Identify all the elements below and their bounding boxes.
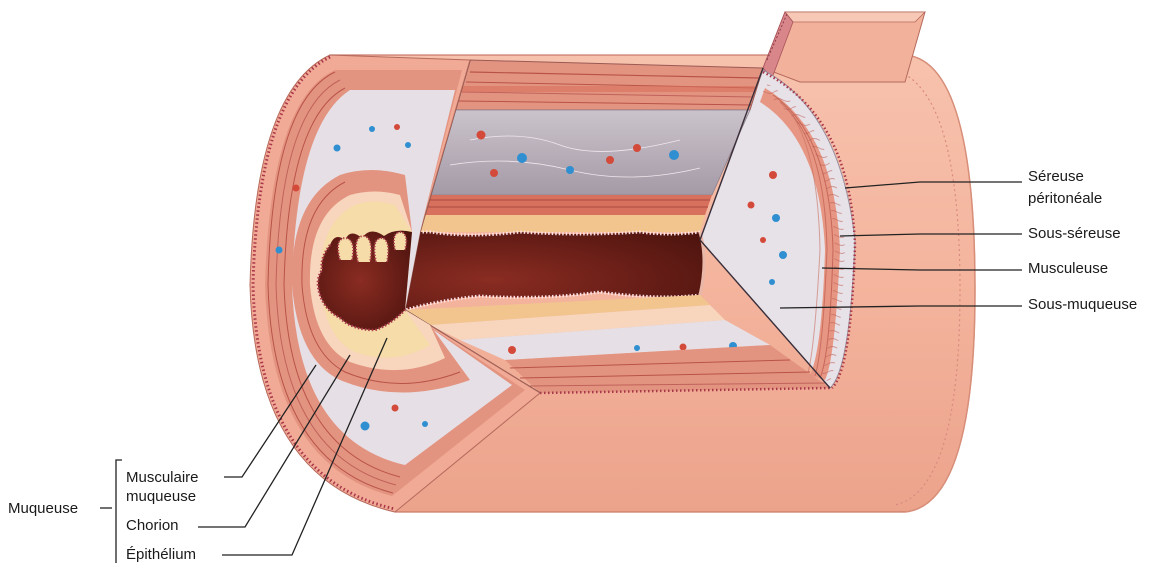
label-sous-muqueuse: Sous-muqueuse — [1028, 296, 1137, 313]
label-sereuse-line1: Séreuse — [1028, 168, 1084, 185]
cut-block — [763, 12, 925, 82]
label-sous-sereuse: Sous-séreuse — [1028, 225, 1121, 242]
label-musculaire-line1: Musculaire — [126, 469, 199, 486]
label-sereuse-line2: péritonéale — [1028, 190, 1102, 207]
label-musculeuse: Musculeuse — [1028, 260, 1108, 277]
label-epithelium: Épithélium — [126, 546, 196, 563]
label-musculaire-line2: muqueuse — [126, 488, 196, 505]
label-muqueuse: Muqueuse — [8, 500, 78, 517]
label-chorion: Chorion — [126, 517, 179, 534]
